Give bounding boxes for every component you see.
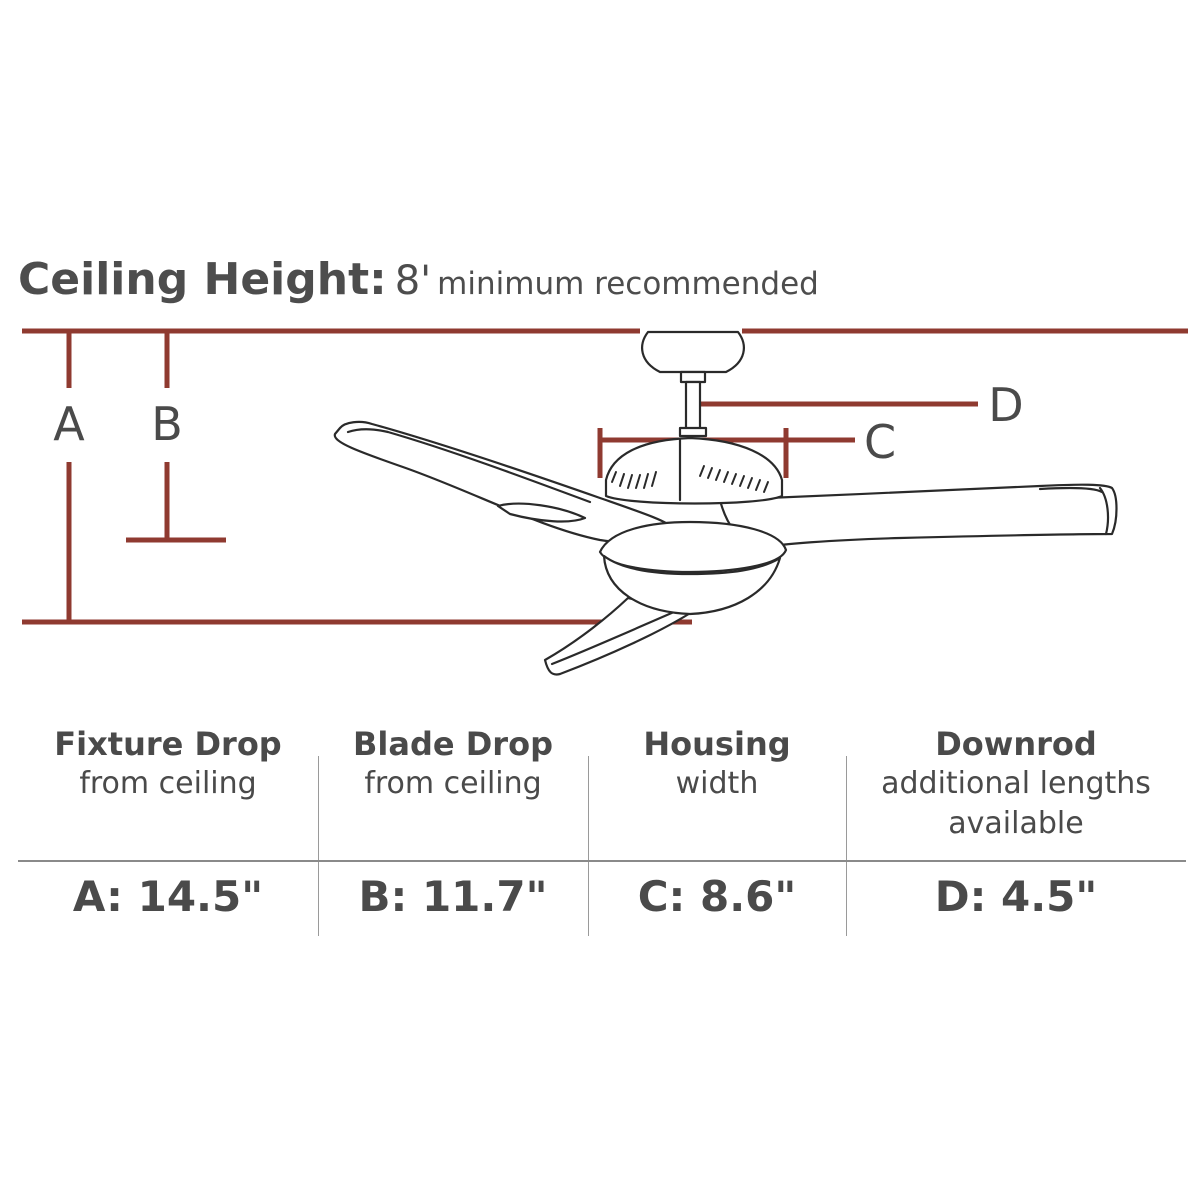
- table-divider: [18, 860, 1186, 862]
- ceiling-height-value: 8': [394, 258, 432, 304]
- spec-title: Housing: [643, 725, 791, 763]
- light-kit-glass: [602, 554, 782, 616]
- spec-subtitle: width: [675, 766, 759, 801]
- spec-subtitle: from ceiling: [79, 766, 257, 801]
- column-divider: [318, 756, 319, 936]
- housing-vents: [611, 465, 769, 493]
- specifications-table: Fixture Drop from ceiling A: 14.5" Blade…: [18, 720, 1186, 940]
- spec-downrod: Downrod additional lengths available D: …: [846, 720, 1186, 921]
- spec-value: D: 4.5": [934, 872, 1098, 921]
- spec-title: Fixture Drop: [54, 725, 282, 763]
- spec-fixture-drop: Fixture Drop from ceiling A: 14.5": [18, 720, 318, 921]
- spec-blade-drop: Blade Drop from ceiling B: 11.7": [318, 720, 588, 921]
- spec-title: Downrod: [935, 725, 1097, 763]
- ceiling-height-label: Ceiling Height:: [18, 254, 387, 305]
- column-divider: [588, 756, 589, 936]
- downrod-collar: [679, 370, 707, 384]
- canopy: [641, 330, 745, 374]
- dimension-lines: [22, 328, 1188, 625]
- fan-dimension-diagram: A B C D: [22, 328, 1188, 676]
- light-kit-rim: [598, 520, 788, 574]
- spec-value: C: 8.6": [637, 872, 797, 921]
- ceiling-height-note: minimum recommended: [437, 266, 819, 302]
- callout-d: D: [988, 378, 1023, 432]
- motor-housing: [604, 436, 784, 505]
- spec-title: Blade Drop: [353, 725, 553, 763]
- callout-c: C: [864, 415, 896, 469]
- ceiling-fan-illustration: [333, 330, 1118, 676]
- spec-housing: Housing width C: 8.6": [588, 720, 846, 921]
- spec-subtitle: from ceiling: [364, 766, 542, 801]
- spec-subtitle: additional lengths available: [881, 766, 1151, 841]
- column-divider: [846, 756, 847, 936]
- callout-a: A: [53, 397, 85, 451]
- downrod: [684, 380, 702, 432]
- callout-b: B: [151, 397, 183, 451]
- ceiling-height-heading: Ceiling Height:8'minimum recommended: [18, 258, 819, 302]
- spec-value: A: 14.5": [72, 872, 264, 921]
- spec-value: B: 11.7": [358, 872, 548, 921]
- downrod-coupling: [678, 426, 708, 438]
